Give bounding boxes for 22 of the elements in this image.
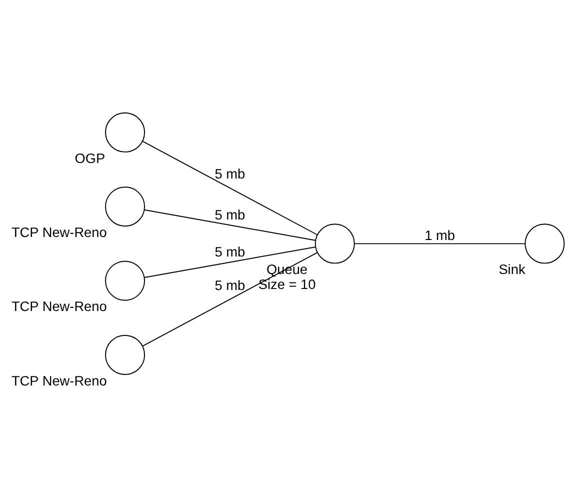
connector <box>144 209 316 241</box>
edge-label: 5 mb <box>214 207 246 222</box>
connector <box>142 140 318 236</box>
edge-label: 5 mb <box>214 278 246 293</box>
node-label: Sink <box>498 262 526 278</box>
connector <box>144 246 316 278</box>
node-circle <box>105 260 146 301</box>
connector <box>142 252 318 346</box>
node-label: TCP New-Reno <box>11 373 107 388</box>
node-circle <box>105 186 146 227</box>
node-circle <box>105 112 146 152</box>
node-label: TCP New-Reno <box>11 225 107 240</box>
node-circle <box>105 334 146 375</box>
node-circle <box>314 224 355 264</box>
edge-label: 1 mb <box>424 228 455 243</box>
node-label: TCP New-Reno <box>11 299 107 314</box>
node-circle <box>524 224 565 264</box>
connector <box>354 243 526 244</box>
edge-label: 5 mb <box>214 244 246 260</box>
node-label: OGP <box>74 150 106 166</box>
node-label: Size = 10 <box>258 276 316 292</box>
edge-label: 5 mb <box>214 166 246 182</box>
